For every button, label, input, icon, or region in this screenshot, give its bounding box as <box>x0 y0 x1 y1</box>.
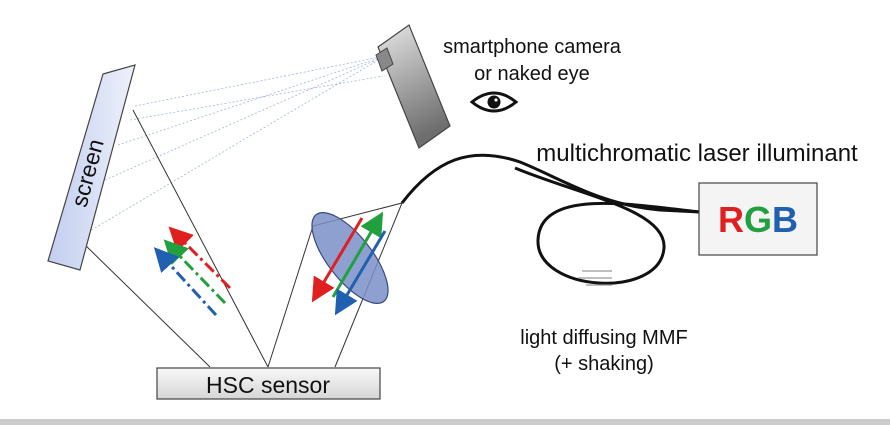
rgb-label: RGB <box>718 199 798 240</box>
lens <box>311 211 389 305</box>
arrow-blue-image <box>153 247 218 317</box>
rgb-g: G <box>744 199 772 240</box>
camera-icon <box>375 24 451 149</box>
screen: screen <box>47 64 136 271</box>
rgb-b: B <box>772 199 798 240</box>
bottom-border <box>0 419 890 425</box>
arrow-red-lens <box>311 217 364 303</box>
mmf-label-line1: light diffusing MMF <box>520 327 687 349</box>
laser-label: multichromatic laser illuminant <box>536 140 858 167</box>
camera-rays <box>87 55 386 233</box>
rgb-laser-box: RGB <box>698 182 818 256</box>
sensor-label: HSC sensor <box>206 372 330 398</box>
optical-fiber <box>400 153 701 285</box>
arrow-green-lens <box>331 211 384 298</box>
projection-lines <box>81 109 269 368</box>
arrow-green-image <box>163 239 227 305</box>
arrow-blue-lens <box>334 230 387 316</box>
hsc-sensor: HSC sensor <box>156 367 381 400</box>
shaking-lines <box>578 270 612 286</box>
image-arrows <box>153 226 232 317</box>
lens-arrows <box>311 211 387 316</box>
camera-label-line2: or naked eye <box>474 63 590 85</box>
eye-icon <box>469 91 519 113</box>
camera-label-line1: smartphone camera <box>443 36 622 58</box>
mmf-label-line2: (+ shaking) <box>554 353 654 375</box>
rgb-r: R <box>718 199 744 240</box>
